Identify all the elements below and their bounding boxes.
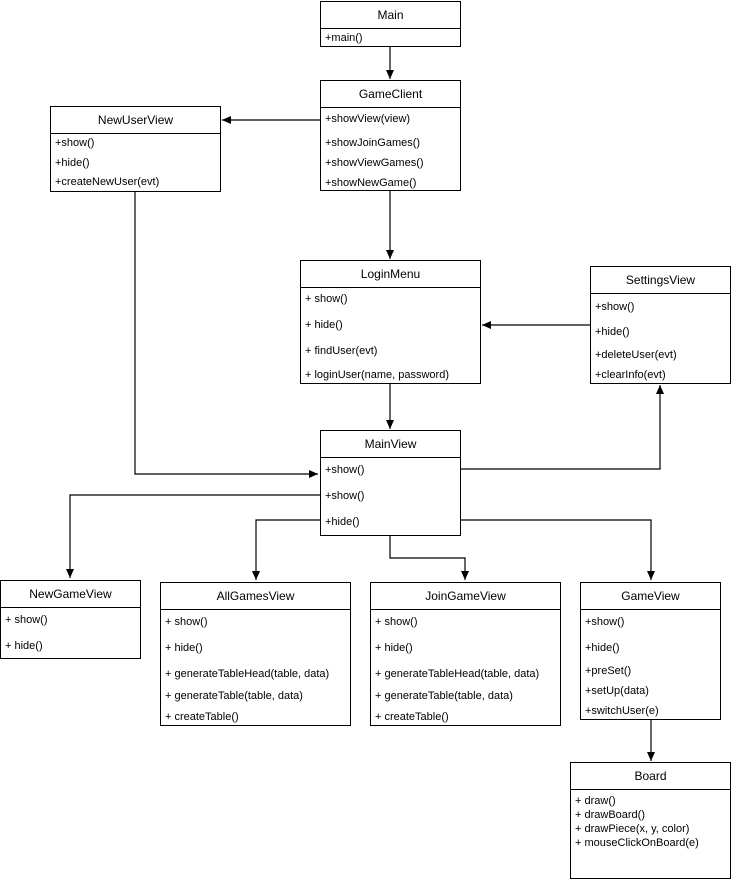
edge-mainview-to-newgameview	[66, 494, 320, 578]
method: +preSet()	[585, 665, 632, 677]
class-login-menu[interactable]: LoginMenu + show() + hide() + findUser(e…	[300, 260, 481, 384]
method: +show()	[325, 490, 365, 502]
class-all-games-view[interactable]: AllGamesView + show() + hide() + generat…	[160, 582, 351, 726]
class-new-game-view[interactable]: NewGameView + show() + hide()	[0, 580, 141, 659]
method: +hide()	[585, 642, 620, 654]
method: +hide()	[325, 516, 360, 528]
method: + createTable()	[375, 711, 449, 723]
method: + show()	[305, 293, 348, 305]
class-main-view[interactable]: MainView +show() +show() +hide()	[320, 430, 461, 536]
class-game-view[interactable]: GameView +show() +hide() +preSet() +setU…	[580, 582, 721, 720]
method: + drawBoard()	[575, 809, 646, 821]
edge-mainview-to-allgamesview	[252, 519, 320, 580]
class-name: GameClient	[321, 81, 460, 108]
method: + findUser(evt)	[305, 345, 378, 357]
method: +main()	[325, 32, 363, 44]
method: + createTable()	[165, 711, 239, 723]
class-name: NewUserView	[51, 107, 220, 134]
method: + hide()	[5, 640, 43, 652]
method: +deleteUser(evt)	[595, 349, 677, 361]
method: +showView(view)	[325, 113, 411, 125]
method: + drawPiece(x, y, color)	[575, 823, 690, 835]
class-name: NewGameView	[1, 581, 140, 608]
edge-mainview-to-settingsview	[461, 385, 664, 470]
method: + hide()	[165, 642, 203, 654]
method: +clearInfo(evt)	[595, 369, 666, 381]
method: + generateTable(table, data)	[165, 690, 303, 702]
class-name: LoginMenu	[301, 261, 480, 288]
class-new-user-view[interactable]: NewUserView +show() +hide() +createNewUs…	[50, 106, 221, 192]
method: +show()	[595, 301, 635, 313]
class-settings-view[interactable]: SettingsView +show() +hide() +deleteUser…	[590, 266, 731, 384]
class-main[interactable]: Main +main()	[320, 1, 461, 47]
class-game-client[interactable]: GameClient +showView(view) +showJoinGame…	[320, 80, 461, 191]
method: + hide()	[375, 642, 413, 654]
method: +show()	[55, 137, 95, 149]
class-name: GameView	[581, 583, 720, 610]
method: + generateTableHead(table, data)	[165, 668, 330, 680]
class-name: Main	[321, 2, 460, 29]
class-name: JoinGameView	[371, 583, 560, 610]
method: + generateTableHead(table, data)	[375, 668, 540, 680]
method: +showNewGame()	[325, 177, 417, 189]
method: +showJoinGames()	[325, 137, 421, 149]
edge-mainview-to-joingameview	[389, 536, 469, 580]
class-board[interactable]: Board + draw() + drawBoard() + drawPiece…	[570, 762, 731, 879]
method: + draw()	[575, 795, 616, 807]
method: +hide()	[595, 326, 630, 338]
edge-mainview-to-gameview	[461, 519, 655, 580]
class-name: MainView	[321, 431, 460, 458]
method: + show()	[5, 614, 48, 626]
class-name: SettingsView	[591, 267, 730, 294]
method: +show()	[585, 616, 625, 628]
method: + hide()	[305, 319, 343, 331]
method: + mouseClickOnBoard(e)	[575, 837, 699, 849]
method: +setUp(data)	[585, 685, 649, 697]
method: +show()	[325, 464, 365, 476]
edge-newuserview-to-mainview	[134, 191, 318, 478]
class-join-game-view[interactable]: JoinGameView + show() + hide() + generat…	[370, 582, 561, 726]
method: + loginUser(name, password)	[305, 369, 449, 381]
method: +createNewUser(evt)	[55, 176, 160, 188]
method: + show()	[375, 616, 418, 628]
class-name: Board	[571, 763, 730, 790]
class-name: AllGamesView	[161, 583, 350, 610]
method: +showViewGames()	[325, 157, 424, 169]
method: + generateTable(table, data)	[375, 690, 513, 702]
method: + show()	[165, 616, 208, 628]
method: +switchUser(e)	[585, 705, 659, 717]
method: +hide()	[55, 157, 90, 169]
